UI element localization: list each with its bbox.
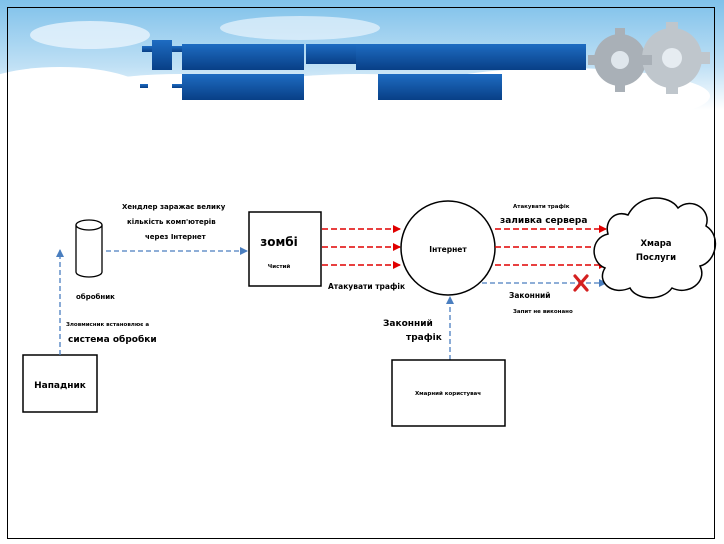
internet-attack-arrows <box>495 225 607 269</box>
legit-traffic-label-1: Законний <box>383 319 433 329</box>
attacker-label: Нападник <box>34 381 86 391</box>
handler-caption-line3: через Інтернет <box>145 233 207 241</box>
server-flood-label: заливка сервера <box>500 216 587 226</box>
handler-caption-line2: кількість комп'ютерів <box>127 218 216 226</box>
attacker-node: Нападник <box>22 354 98 413</box>
zombie-title: зомбі <box>260 235 298 249</box>
cloud-sub: Послуги <box>636 253 676 263</box>
request-failed-icon <box>573 274 589 292</box>
request-failed-label: Запит не виконано <box>513 309 573 315</box>
cloud-title: Хмара <box>640 239 671 249</box>
cloud-user-node: Хмарний користувач <box>391 359 506 427</box>
zombie-attack-arrows <box>322 225 401 269</box>
attacker-caption-big: система обробки <box>68 334 157 345</box>
handler-caption-line1: Хендлер заражає велику <box>122 203 226 211</box>
internet-label: Інтернет <box>429 245 467 254</box>
attack-traffic-right-small: Атакувати трафік <box>513 203 570 210</box>
legit-traffic-label-2: трафік <box>406 332 442 343</box>
attack-traffic-left-label: Атакувати трафік <box>328 282 405 291</box>
gears-icon <box>588 22 710 94</box>
handler-node <box>75 219 103 278</box>
title-bars <box>140 40 586 100</box>
slide-border <box>7 7 715 539</box>
zombie-sub: Чистий <box>268 263 291 270</box>
internet-node: Інтернет <box>400 200 496 296</box>
cloud-user-label: Хмарний користувач <box>415 390 481 397</box>
cloud-services-node: Хмара Послуги <box>593 197 717 299</box>
handler-label: обробник <box>76 293 115 301</box>
attacker-caption-small: Зловмисник встановлює а <box>66 322 149 328</box>
legit-right-label: Законний <box>509 291 551 300</box>
zombie-node: зомбі Чистий <box>248 211 322 287</box>
